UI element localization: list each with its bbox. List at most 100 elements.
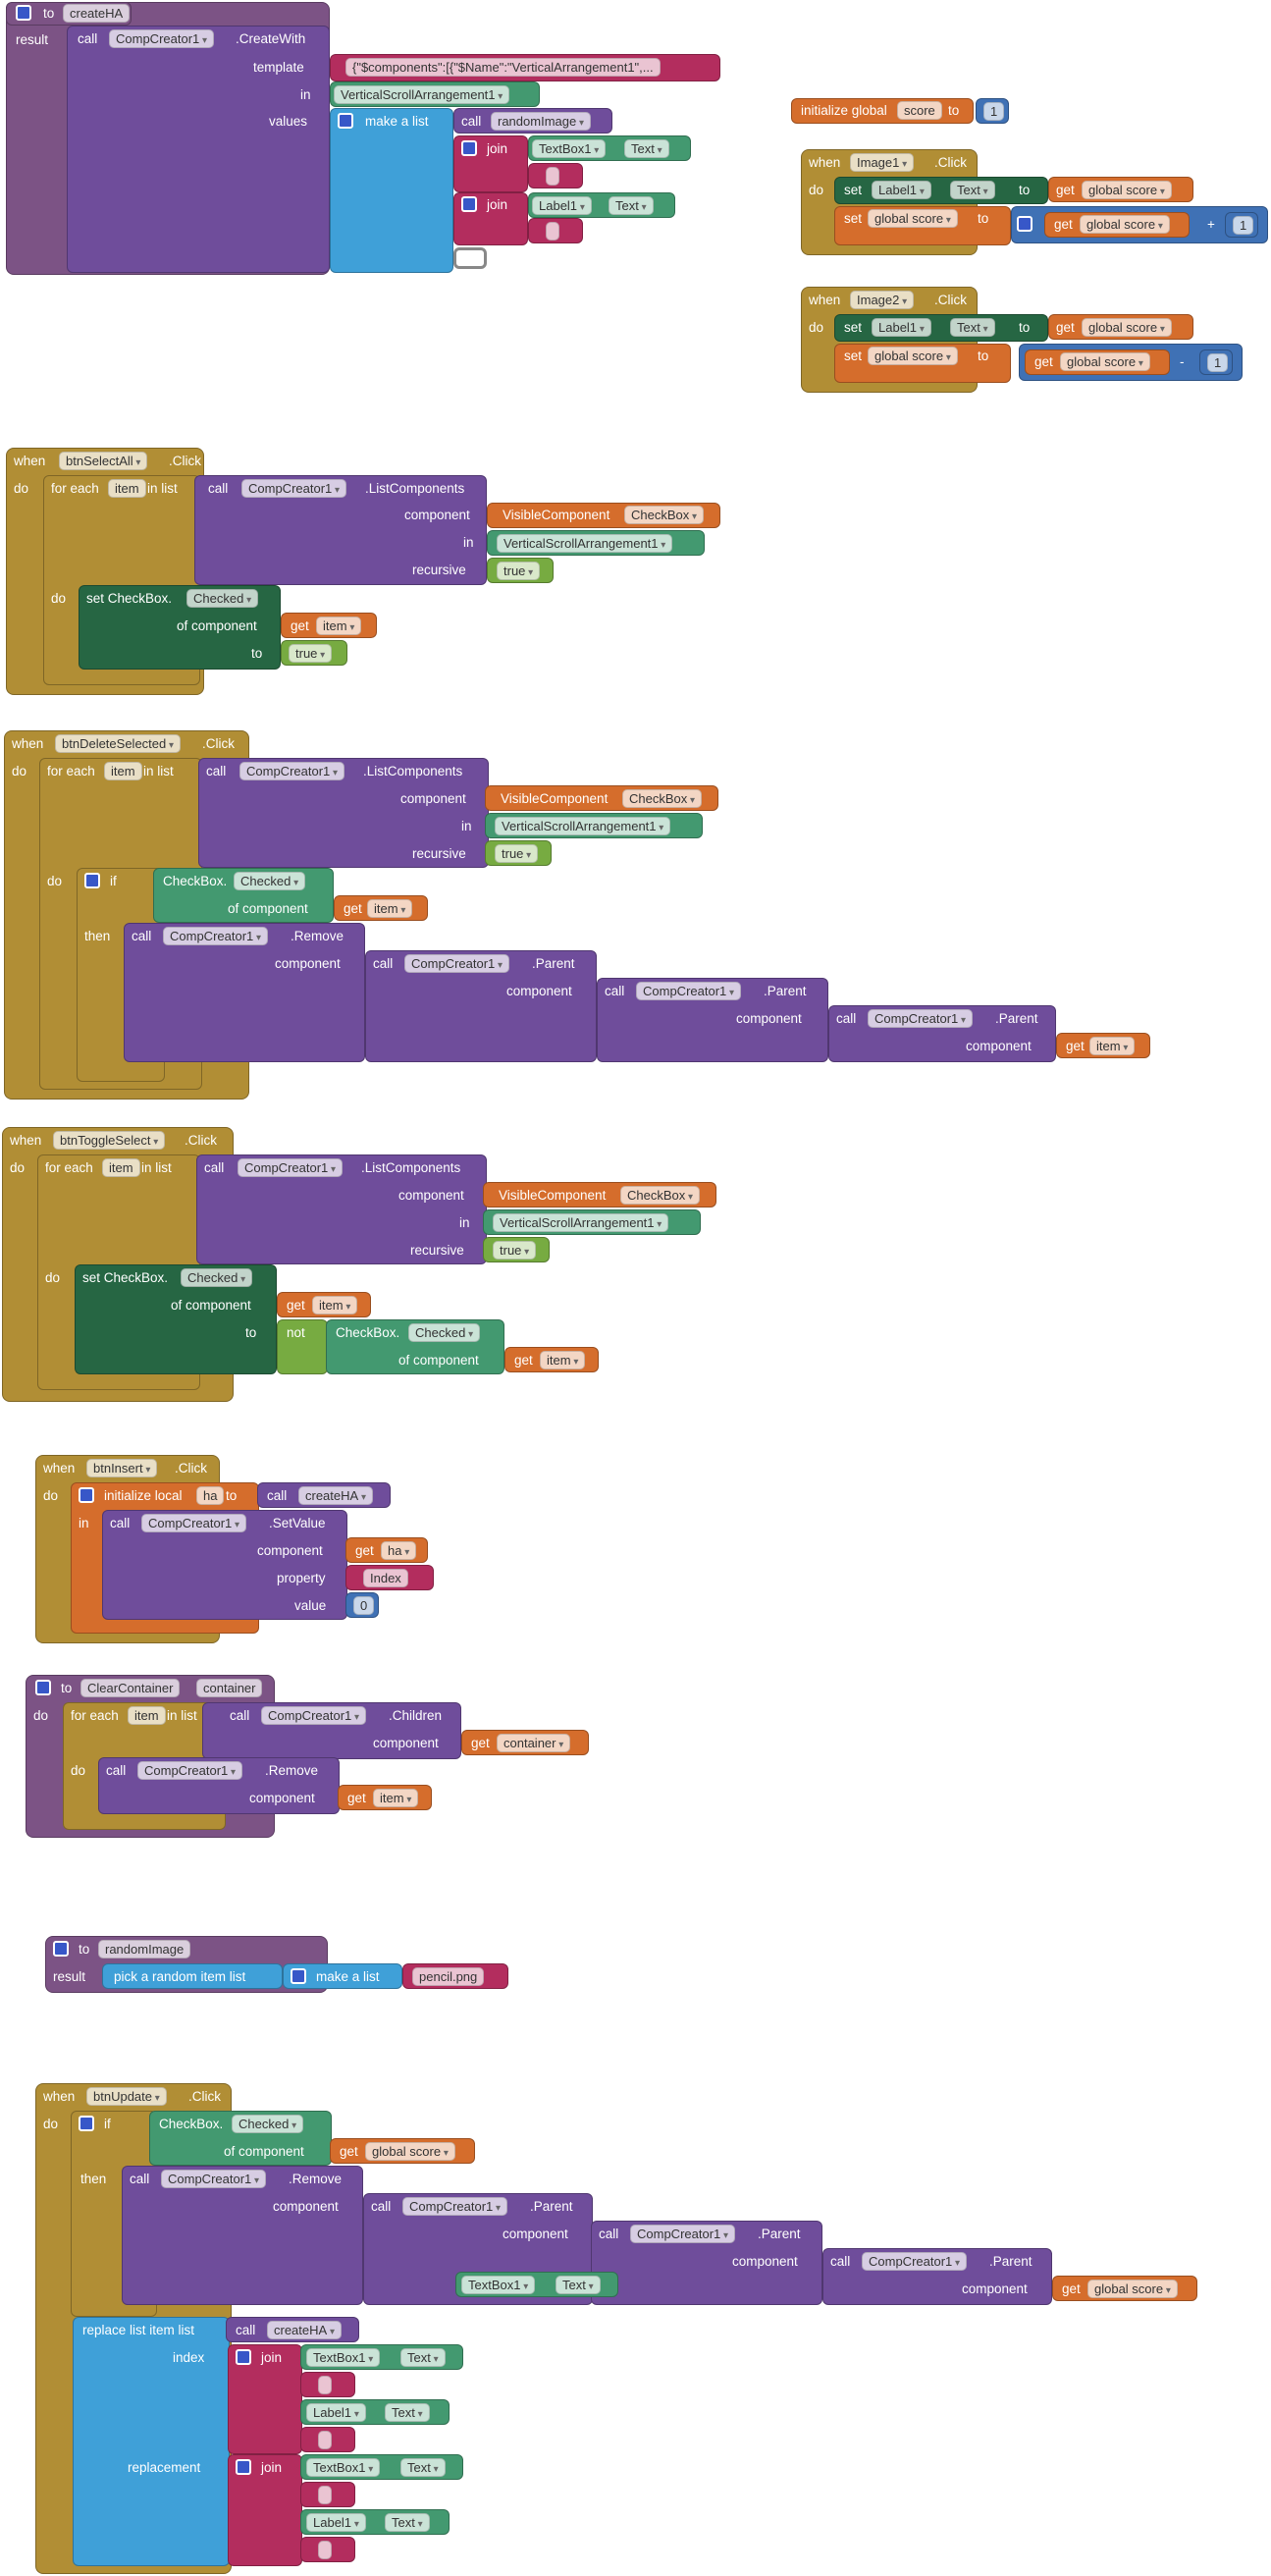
compcreator-dropdown[interactable]: CompCreator1 [261,1706,367,1725]
text-property-dropdown[interactable]: Text [385,2403,430,2422]
text-property-dropdown[interactable]: Text [950,318,995,337]
gear-icon[interactable] [53,1941,69,1957]
btnSelectAll-dropdown[interactable]: btnSelectAll [59,452,148,470]
compcreator-dropdown[interactable]: CompCreator1 [402,2197,508,2216]
global-score-dropdown[interactable]: global score [868,347,958,365]
checked-dropdown[interactable]: Checked [181,1268,253,1287]
replace-list-item-block[interactable] [73,2317,230,2566]
gear-icon[interactable] [338,113,353,129]
item-name-field[interactable]: item [108,479,146,498]
checkbox-type-dropdown[interactable]: CheckBox [620,1186,701,1205]
btnDeleteSelected-dropdown[interactable]: btnDeleteSelected [55,734,182,753]
template-string-field[interactable]: {"$components":[{"$Name":"VerticalArrang… [345,58,661,77]
text-property-dropdown[interactable]: Text [556,2276,601,2294]
compcreator-dropdown[interactable]: CompCreator1 [636,982,742,1000]
item-dropdown[interactable]: item [1089,1037,1136,1055]
compcreator-dropdown[interactable]: CompCreator1 [137,1761,243,1780]
vsa-dropdown[interactable]: VerticalScrollArrangement1 [497,534,673,553]
label1-dropdown[interactable]: Label1 [872,318,931,337]
image2-dropdown[interactable]: Image2 [850,291,915,309]
compcreator-dropdown[interactable]: CompCreator1 [868,1009,974,1028]
compcreator-dropdown[interactable]: CompCreator1 [404,954,510,973]
text-property-dropdown[interactable]: Text [950,181,995,199]
number-field[interactable]: 1 [1207,353,1229,372]
true-dropdown[interactable]: true [493,1241,537,1260]
item-name-field[interactable]: item [102,1158,140,1177]
textbox1-dropdown[interactable]: TextBox1 [306,2348,381,2367]
global-score-dropdown[interactable]: global score [365,2142,455,2161]
compcreator-dropdown[interactable]: CompCreator1 [241,479,347,498]
procedure-name-field[interactable]: randomImage [98,1940,191,1959]
global-name-field[interactable]: score [897,101,942,120]
textbox1-dropdown[interactable]: TextBox1 [306,2458,381,2477]
gear-icon[interactable] [35,1680,51,1695]
empty-string-field[interactable] [546,167,559,186]
label1-dropdown[interactable]: Label1 [306,2513,366,2532]
item-name-field[interactable]: item [104,762,142,780]
global-score-dropdown[interactable]: global score [1082,181,1172,199]
item-dropdown[interactable]: item [373,1789,419,1807]
param-field[interactable]: container [196,1679,263,1697]
text-property-dropdown[interactable]: Text [624,139,669,158]
vsa-dropdown[interactable]: VerticalScrollArrangement1 [495,817,671,835]
gear-icon[interactable] [16,5,31,21]
true-dropdown[interactable]: true [495,844,539,863]
procedure-name-field[interactable]: createHA [63,4,131,23]
item-dropdown[interactable]: item [316,617,362,635]
compcreator-dropdown[interactable]: CompCreator1 [163,927,269,945]
checkbox-type-dropdown[interactable]: CheckBox [624,506,705,524]
global-score-dropdown[interactable]: global score [1082,318,1172,337]
text-property-dropdown[interactable]: Text [400,2458,446,2477]
label1-dropdown[interactable]: Label1 [872,181,931,199]
compcreator-dropdown[interactable]: CompCreator1 [630,2225,736,2243]
set-label-text-block[interactable] [834,314,1048,342]
label1-dropdown[interactable]: Label1 [306,2403,366,2422]
empty-string-field[interactable] [318,2541,332,2559]
item-dropdown[interactable]: item [367,899,413,918]
gear-icon[interactable] [1017,216,1033,232]
gear-icon[interactable] [84,873,100,888]
set-label-text-block[interactable] [834,177,1048,204]
true-dropdown[interactable]: true [289,644,333,663]
empty-string-field[interactable] [318,2431,332,2449]
checked-dropdown[interactable]: Checked [408,1323,481,1342]
call-createwith-block[interactable] [67,26,330,273]
checked-dropdown[interactable]: Checked [186,589,259,608]
empty-string-field[interactable] [318,2376,332,2394]
text-property-dropdown[interactable]: Text [400,2348,446,2367]
gear-icon[interactable] [236,2459,251,2475]
container-dropdown[interactable]: container [497,1734,571,1752]
randomImage-dropdown[interactable]: randomImage [491,112,592,131]
compcreator-dropdown[interactable]: CompCreator1 [239,762,345,780]
gear-icon[interactable] [79,2116,94,2131]
number-field[interactable]: 1 [983,102,1005,121]
compcreator-dropdown[interactable]: CompCreator1 [161,2170,267,2188]
empty-string-field[interactable] [318,2486,332,2504]
createHA-dropdown[interactable]: createHA [298,1486,374,1505]
vsa-dropdown[interactable]: VerticalScrollArrangement1 [334,85,510,104]
textbox1-dropdown[interactable]: TextBox1 [532,139,607,158]
ha-dropdown[interactable]: ha [381,1541,417,1560]
component-dropdown[interactable]: CompCreator1 [109,29,215,48]
global-score-dropdown[interactable]: global score [1087,2280,1178,2298]
text-property-dropdown[interactable]: Text [385,2513,430,2532]
initialize-global-block[interactable] [791,98,974,124]
number-field[interactable]: 1 [1233,216,1254,235]
checkbox-type-dropdown[interactable]: CheckBox [622,789,703,808]
textbox1-dropdown[interactable]: TextBox1 [461,2276,536,2294]
compcreator-dropdown[interactable]: CompCreator1 [862,2252,968,2271]
local-name-field[interactable]: ha [196,1486,225,1505]
png-string-field[interactable]: pencil.png [412,1967,485,1986]
global-score-dropdown[interactable]: global score [868,209,958,228]
label1-dropdown[interactable]: Label1 [532,196,592,215]
global-score-dropdown[interactable]: global score [1060,352,1150,371]
btnToggleSelect-dropdown[interactable]: btnToggleSelect [53,1131,166,1150]
number-field[interactable]: 0 [353,1596,375,1615]
gear-icon[interactable] [291,1968,306,1984]
item-name-field[interactable]: item [128,1706,166,1725]
item-dropdown[interactable]: item [540,1351,586,1369]
gear-icon[interactable] [79,1487,94,1503]
compcreator-dropdown[interactable]: CompCreator1 [238,1158,344,1177]
make-list-block[interactable] [330,108,453,273]
index-string-field[interactable]: Index [363,1569,408,1587]
